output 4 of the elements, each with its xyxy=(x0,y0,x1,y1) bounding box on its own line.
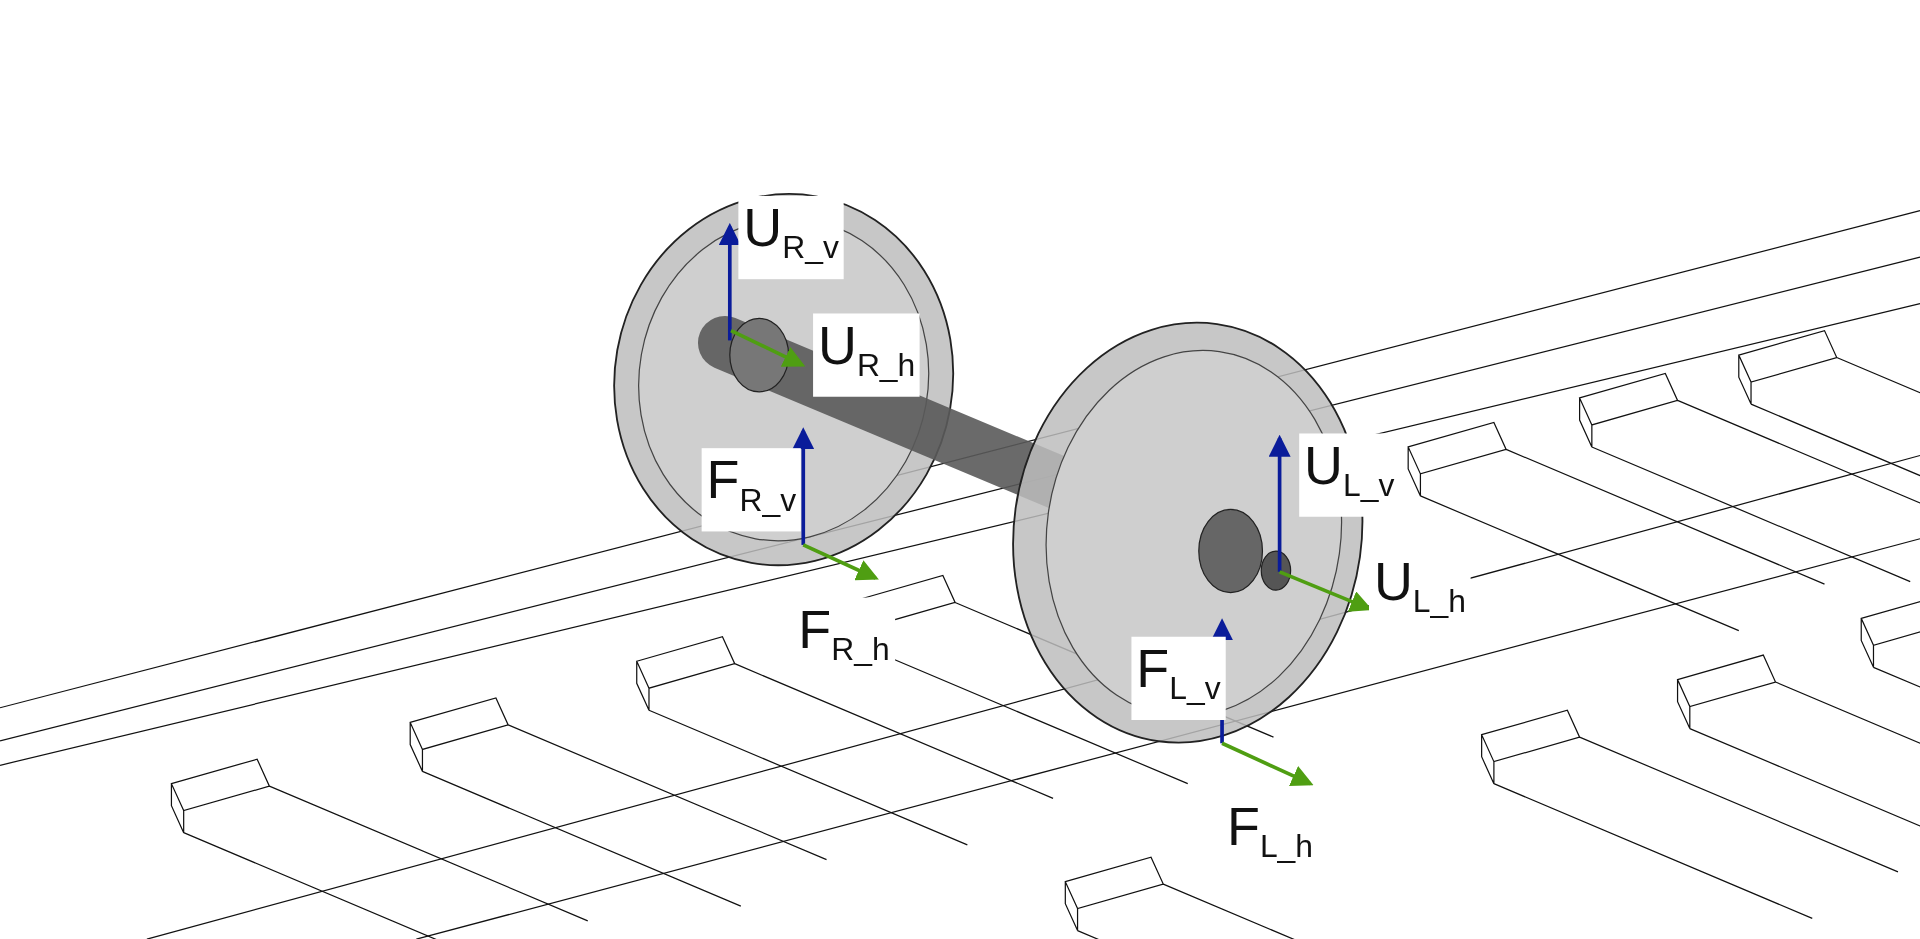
force-label: U$_{R_v}$ xyxy=(738,195,844,280)
force-label: F$_{L_v}$ xyxy=(1131,636,1226,720)
force-label: F$_{R_v}$ xyxy=(701,448,801,532)
force-label: U$_{R_h}$ xyxy=(813,313,921,397)
